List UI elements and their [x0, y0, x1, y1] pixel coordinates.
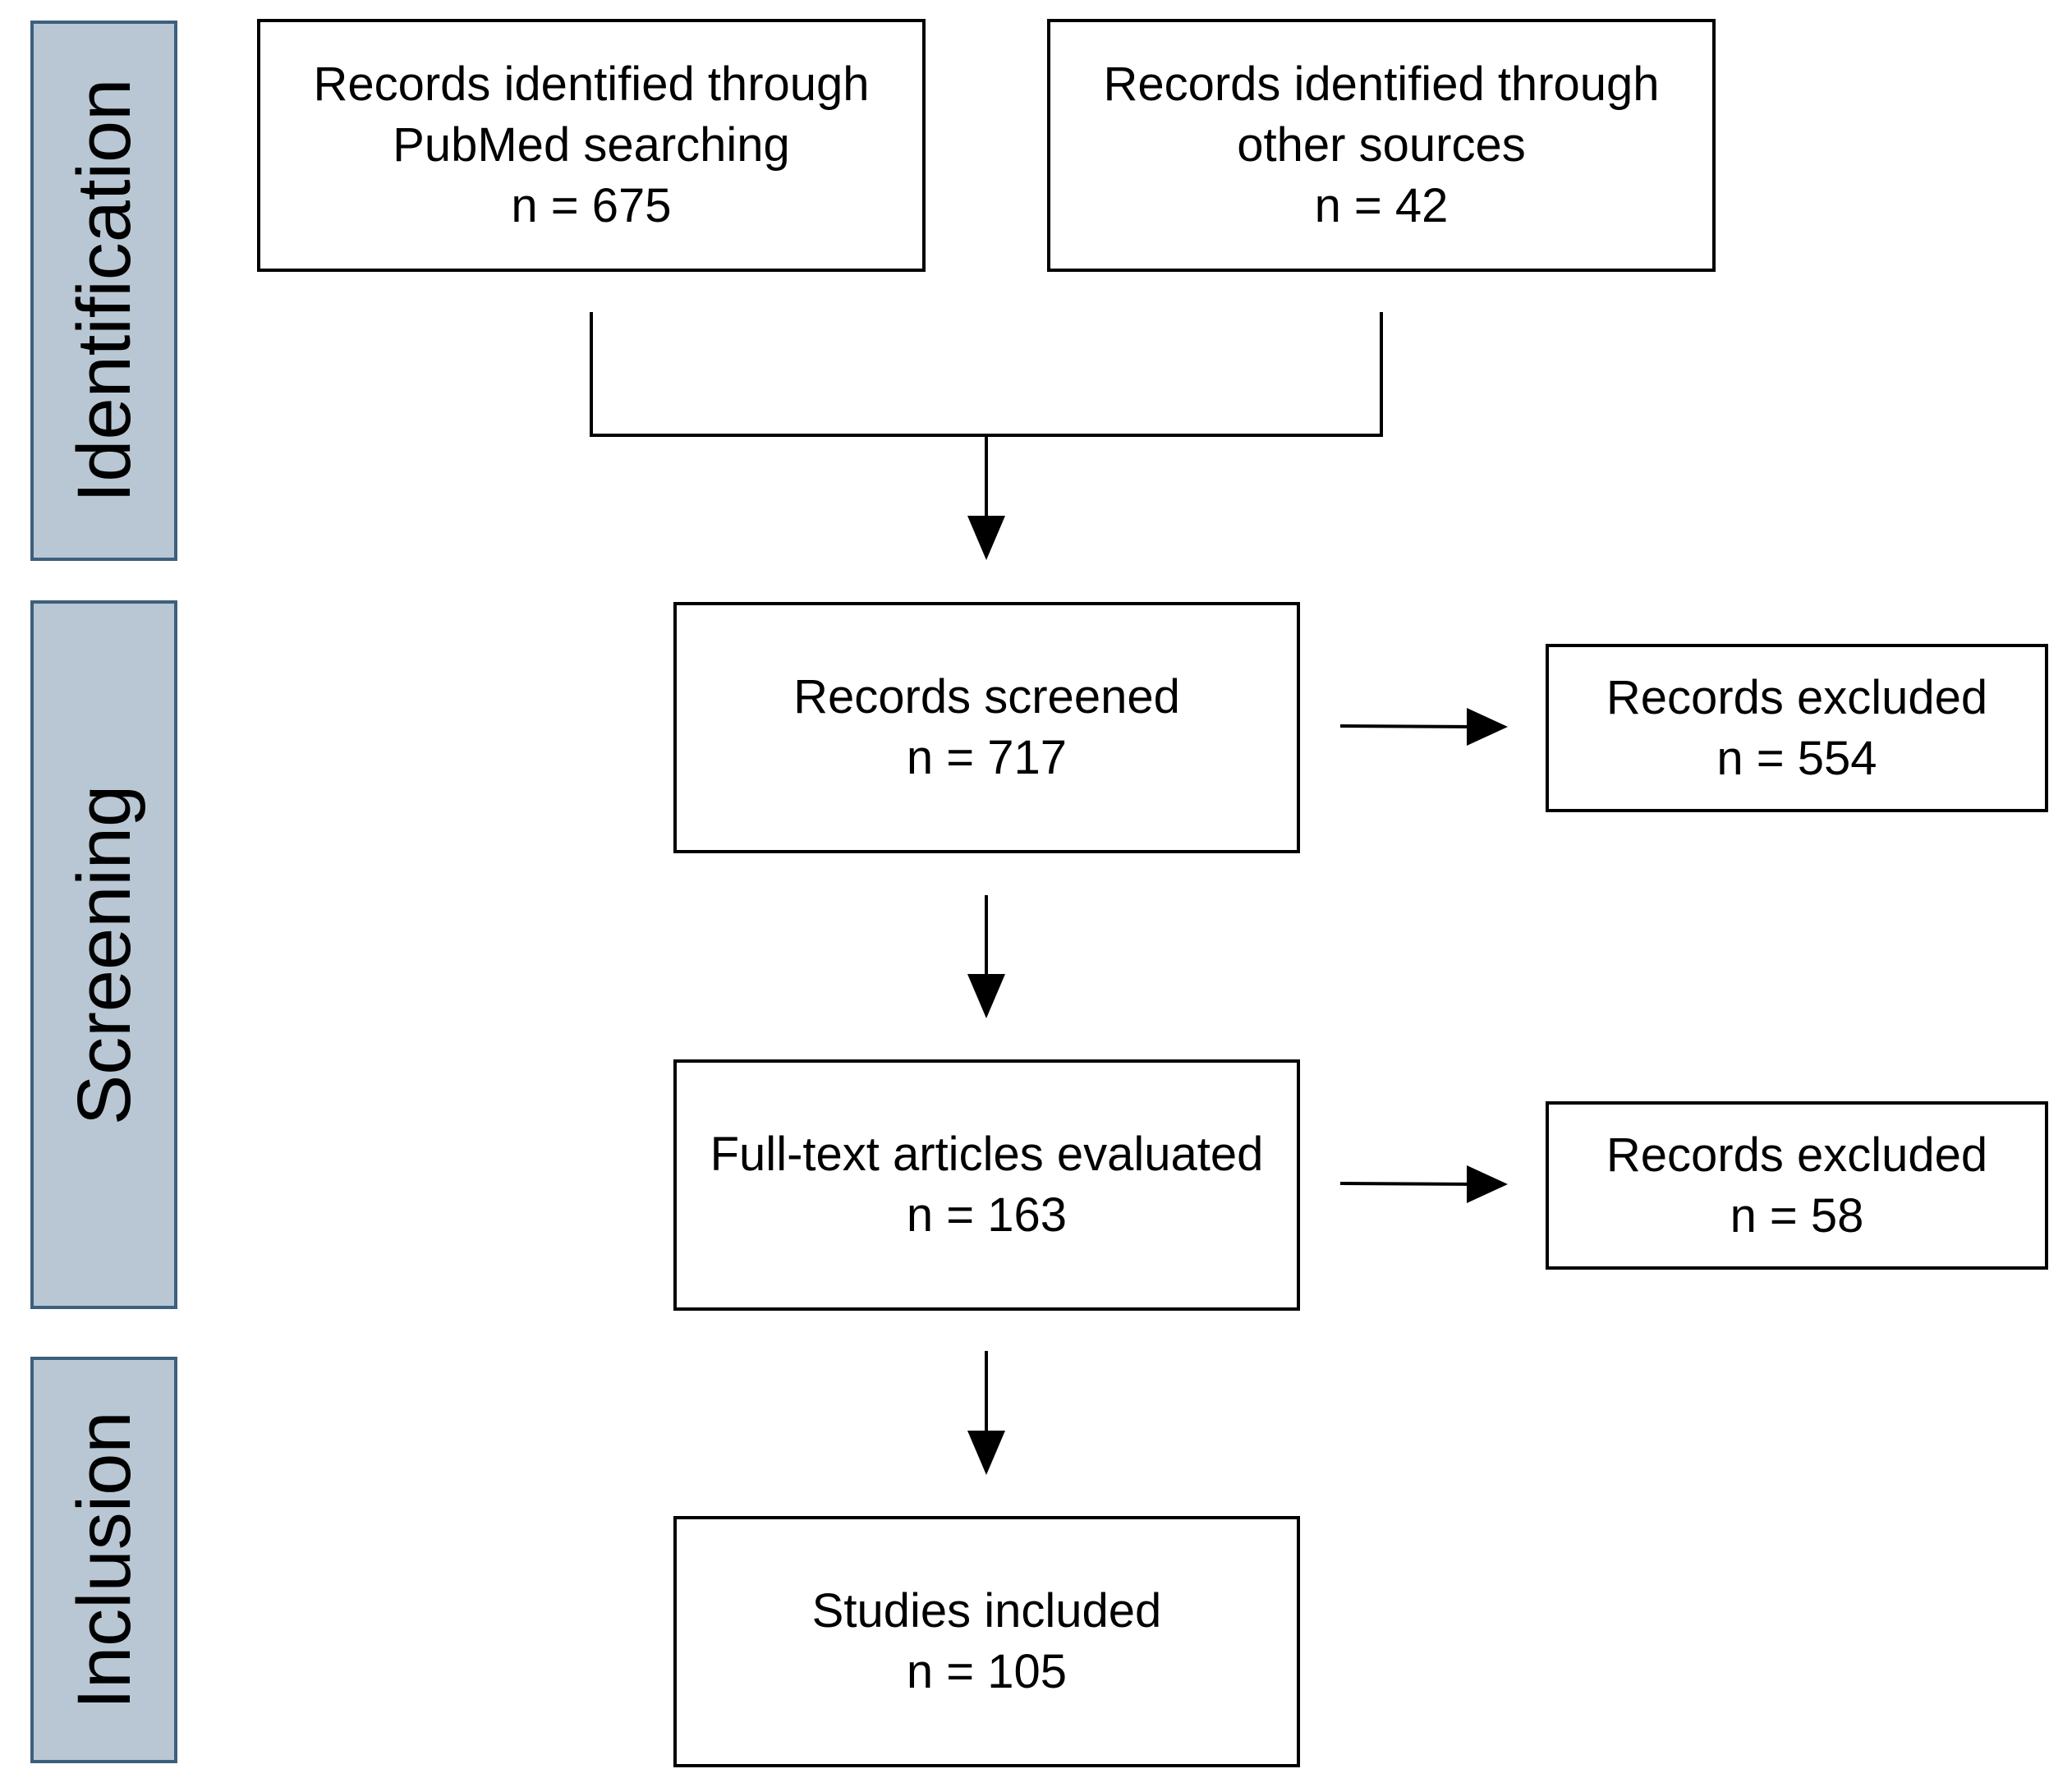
phase-screening: Screening	[30, 600, 177, 1309]
pubmed-box-line1: Records identified through	[313, 57, 870, 111]
arrow-to-screened	[967, 516, 1005, 560]
included-box-count: n = 105	[906, 1645, 1068, 1698]
other-box-line2: other sources	[1237, 118, 1526, 172]
side-line-2	[1339, 1182, 1472, 1186]
excluded-screening-label: Records excluded	[1606, 670, 1988, 724]
arrow-to-fulltext	[967, 974, 1005, 1018]
excluded-screening-count: n = 554	[1716, 731, 1877, 785]
phase-inclusion: Inclusion	[30, 1357, 177, 1763]
phase-identification: Identification	[30, 21, 177, 561]
records-excluded-fulltext-box: Records excluded n = 58	[1546, 1101, 2048, 1270]
included-box-label: Studies included	[811, 1584, 1162, 1638]
pubmed-box-count: n = 675	[511, 179, 672, 232]
other-box-count: n = 42	[1314, 179, 1449, 232]
records-excluded-screening-box: Records excluded n = 554	[1546, 644, 2048, 812]
excluded-fulltext-label: Records excluded	[1606, 1128, 1988, 1182]
screened-box-label: Records screened	[793, 670, 1180, 724]
fulltext-box-count: n = 163	[906, 1188, 1068, 1242]
fulltext-box-label: Full-text articles evaluated	[710, 1128, 1264, 1181]
arrow-to-excluded-fulltext	[1467, 1165, 1508, 1203]
arrow-to-included	[967, 1431, 1005, 1475]
arrow-to-excluded-screening	[1467, 708, 1508, 746]
screened-box-count: n = 717	[906, 731, 1068, 784]
other-box-line1: Records identified through	[1103, 57, 1660, 111]
pubmed-box-line2: PubMed searching	[393, 118, 790, 172]
merge-connector	[590, 312, 1383, 437]
fulltext-evaluated-box: Full-text articles evaluated n = 163	[673, 1059, 1300, 1311]
side-line-1	[1339, 724, 1472, 728]
other-sources-box: Records identified through other sources…	[1047, 19, 1716, 272]
pubmed-records-box: Records identified through PubMed search…	[257, 19, 926, 272]
studies-included-box: Studies included n = 105	[673, 1516, 1300, 1767]
excluded-fulltext-count: n = 58	[1730, 1188, 1864, 1243]
records-screened-box: Records screened n = 717	[673, 602, 1300, 853]
